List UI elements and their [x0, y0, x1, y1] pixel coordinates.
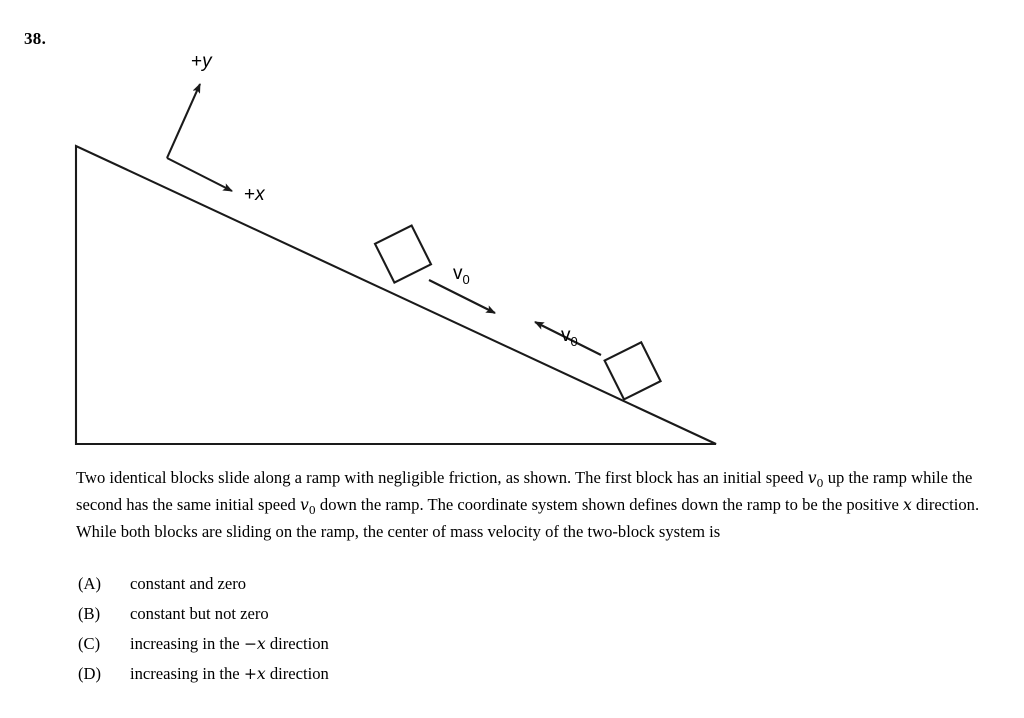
choice-b-text: constant but not zero: [130, 604, 269, 623]
choice-d-text-pre: increasing in the: [130, 664, 244, 683]
answer-choices: (A) constant and zero (B) constant but n…: [78, 574, 778, 694]
x-axis-arrow: [166, 157, 233, 192]
choice-a[interactable]: (A) constant and zero: [78, 574, 778, 604]
y-axis-label: +y: [191, 51, 213, 72]
choice-d-math-sign: +: [243, 665, 257, 683]
velocity-label-upper: v0: [453, 263, 470, 287]
y-axis-label-var: y: [200, 51, 213, 72]
question-number: 38.: [24, 29, 47, 48]
y-axis-label-plus: +: [191, 51, 202, 72]
block-upper: [373, 224, 433, 285]
stem-part-3: down the ramp. The coordinate system sho…: [315, 494, 904, 514]
choice-d[interactable]: (D) increasing in the +x direction: [78, 664, 778, 694]
block-lower: [603, 340, 663, 401]
stem-symbol-v-first-sub: 0: [816, 477, 824, 491]
velocity-arrow-block-lower: v0: [534, 321, 602, 356]
choice-a-letter: (A): [78, 574, 102, 593]
stem-symbol-v0-second: v0: [299, 495, 316, 517]
velocity-arrow-block-upper: v0: [428, 263, 496, 314]
velocity-label-lower-symbol: v: [561, 325, 571, 346]
choice-d-letter: (D): [78, 664, 102, 683]
stem-part-1: Two identical blocks slide along a ramp …: [76, 468, 808, 487]
choice-c-math-var: x: [256, 635, 266, 653]
question-stem: Two identical blocks slide along a ramp …: [76, 468, 998, 542]
choice-d-math-var: x: [256, 665, 266, 683]
choice-c-text: increasing in the −x direction: [130, 634, 778, 654]
choice-b[interactable]: (B) constant but not zero: [78, 604, 778, 634]
choice-c-text-post: direction: [265, 634, 329, 653]
x-axis-label-plus: +: [244, 184, 255, 205]
coordinate-axes: +y +x: [166, 51, 266, 205]
stem-symbol-x: x: [903, 495, 912, 514]
choice-d-text-post: direction: [265, 664, 329, 683]
ramp-triangle: [74, 144, 717, 446]
stem-symbol-v0-first: v0: [807, 469, 824, 491]
choice-c-letter: (C): [78, 634, 101, 653]
stem-symbol-v-second: v: [299, 495, 309, 514]
choice-c[interactable]: (C) increasing in the −x direction: [78, 634, 778, 664]
choice-c-text-pre: increasing in the: [130, 634, 244, 653]
stem-part-4: direction. While both blocks are sliding…: [76, 494, 980, 541]
x-axis-label-var: x: [254, 184, 266, 205]
stem-symbol-v-second-sub: 0: [308, 503, 316, 517]
ramp-diagram-figure: +y +x v0 v0: [0, 30, 780, 460]
velocity-label-lower-subscript: 0: [571, 334, 578, 349]
velocity-label-upper-symbol: v: [453, 263, 463, 284]
choice-b-letter: (B): [78, 604, 101, 623]
y-axis-arrow: [166, 83, 201, 159]
x-axis-label: +x: [244, 184, 266, 205]
choice-c-math-sign: −: [243, 635, 257, 653]
velocity-label-lower: v0: [561, 325, 578, 349]
choice-a-text: constant and zero: [130, 574, 247, 593]
velocity-label-upper-subscript: 0: [463, 272, 470, 287]
stem-part-2: up the ramp while the second has the sam…: [76, 468, 973, 514]
ramp-diagram-svg: +y +x v0 v0: [74, 51, 717, 446]
stem-symbol-v-first: v: [807, 469, 817, 487]
choice-d-text: increasing in the +x direction: [130, 664, 778, 684]
